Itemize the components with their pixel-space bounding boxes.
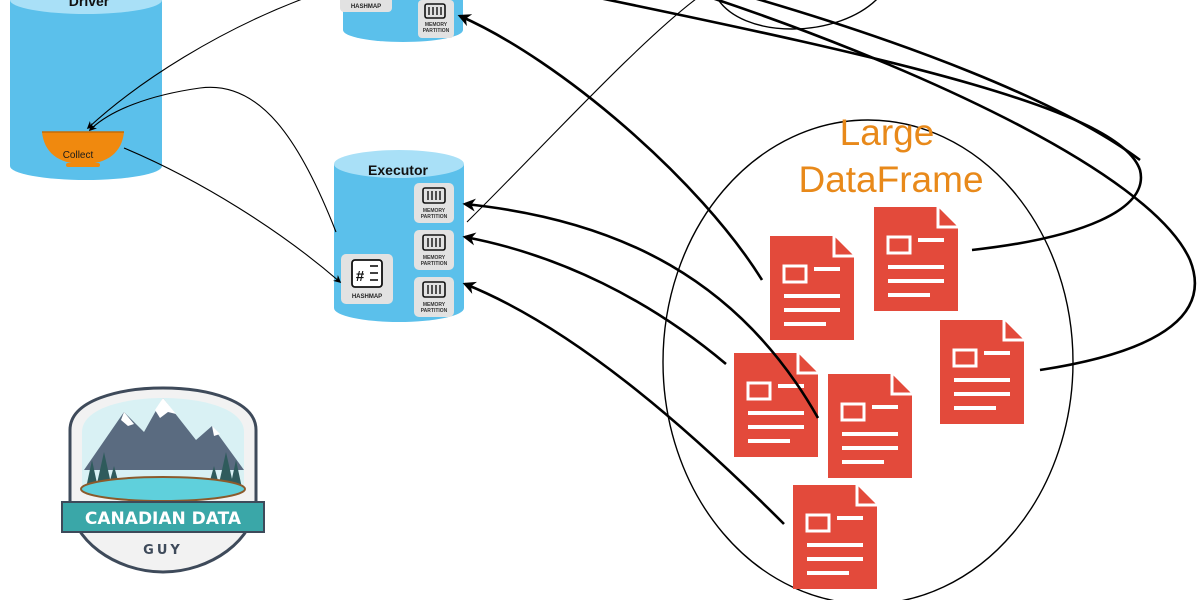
mountain-logo-icon: CANADIAN DATA GUY <box>61 386 265 574</box>
memory-chip-icon <box>424 3 446 19</box>
logo-banner <box>61 501 265 533</box>
arrow-executor-to-collect <box>88 86 337 233</box>
arrow-collect-to-hashmap <box>123 147 342 284</box>
executor-main-node: Executor # HASHMAP MEMORY <box>334 150 464 322</box>
thin-arc <box>466 0 696 223</box>
arrow-top-to-collect <box>86 0 302 130</box>
executor-cylinder-top <box>334 150 464 178</box>
svg-text:PARTITION: PARTITION <box>421 308 448 314</box>
svg-text:#: # <box>356 268 365 285</box>
memory-partition-top: MEMORY PARTITION <box>418 0 454 38</box>
executor-top-node: HASHMAP MEMORY PARTITION <box>340 0 463 42</box>
arrow-doc-to-partition-2 <box>462 232 727 365</box>
logo-banner-text: CANADIAN DATA <box>85 509 242 529</box>
dataframe-title-line1: Large <box>840 112 935 153</box>
arrow-doc-to-partition-3 <box>462 281 785 525</box>
hashmap-tile-top <box>340 0 392 12</box>
long-arc-mid <box>755 0 1141 162</box>
document-icon <box>770 236 854 340</box>
svg-text:PARTITION: PARTITION <box>421 261 448 267</box>
memory-partition-1: MEMORY PARTITION <box>414 183 454 223</box>
collect-label: Collect <box>63 150 94 161</box>
driver-cylinder-top <box>10 0 162 14</box>
hashmap-icon: # <box>351 259 383 288</box>
svg-text:MEMORY: MEMORY <box>425 22 448 28</box>
svg-text:PARTITION: PARTITION <box>423 28 450 34</box>
svg-text:MEMORY: MEMORY <box>423 208 446 214</box>
executor-title: Executor <box>368 162 428 178</box>
document-icon <box>734 353 818 457</box>
hashmap-label: HASHMAP <box>352 294 382 300</box>
top-ring-arc <box>717 0 877 30</box>
svg-text:PARTITION: PARTITION <box>421 214 448 220</box>
thick-connectors <box>457 0 1197 525</box>
long-arc-lower <box>713 0 1197 372</box>
dataframe-ellipse <box>662 119 1074 600</box>
memory-partition-2: MEMORY PARTITION <box>414 230 454 270</box>
arrow-doc-to-partition-1 <box>462 198 820 419</box>
document-icon <box>874 207 958 311</box>
svg-text:MEMORY: MEMORY <box>423 302 446 308</box>
driver-title: Driver <box>69 0 110 9</box>
thin-connectors <box>86 0 342 284</box>
logo-guy-text: GUY <box>143 543 183 558</box>
memory-chip-icon <box>422 187 446 204</box>
hashmap-label-top: HASHMAP <box>351 4 381 10</box>
document-icon <box>828 374 912 478</box>
svg-text:MEMORY: MEMORY <box>423 255 446 261</box>
arrow-doc-arc-top <box>466 0 696 223</box>
bowl-icon <box>42 131 124 167</box>
dataframe-title-line2: DataFrame <box>798 159 983 200</box>
hashmap-tile: # HASHMAP <box>341 254 393 304</box>
memory-chip-icon <box>422 234 446 251</box>
arrow-doc-to-top-partition <box>457 14 764 281</box>
logo-lake <box>80 476 246 502</box>
driver-node: Driver Collect <box>10 0 162 180</box>
dataframe-boundary <box>662 0 1074 600</box>
document-icon <box>940 320 1024 424</box>
dataframe-documents <box>734 207 1024 589</box>
memory-partition-3: MEMORY PARTITION <box>414 277 454 317</box>
memory-chip-icon <box>422 281 446 298</box>
document-icon <box>793 485 877 589</box>
